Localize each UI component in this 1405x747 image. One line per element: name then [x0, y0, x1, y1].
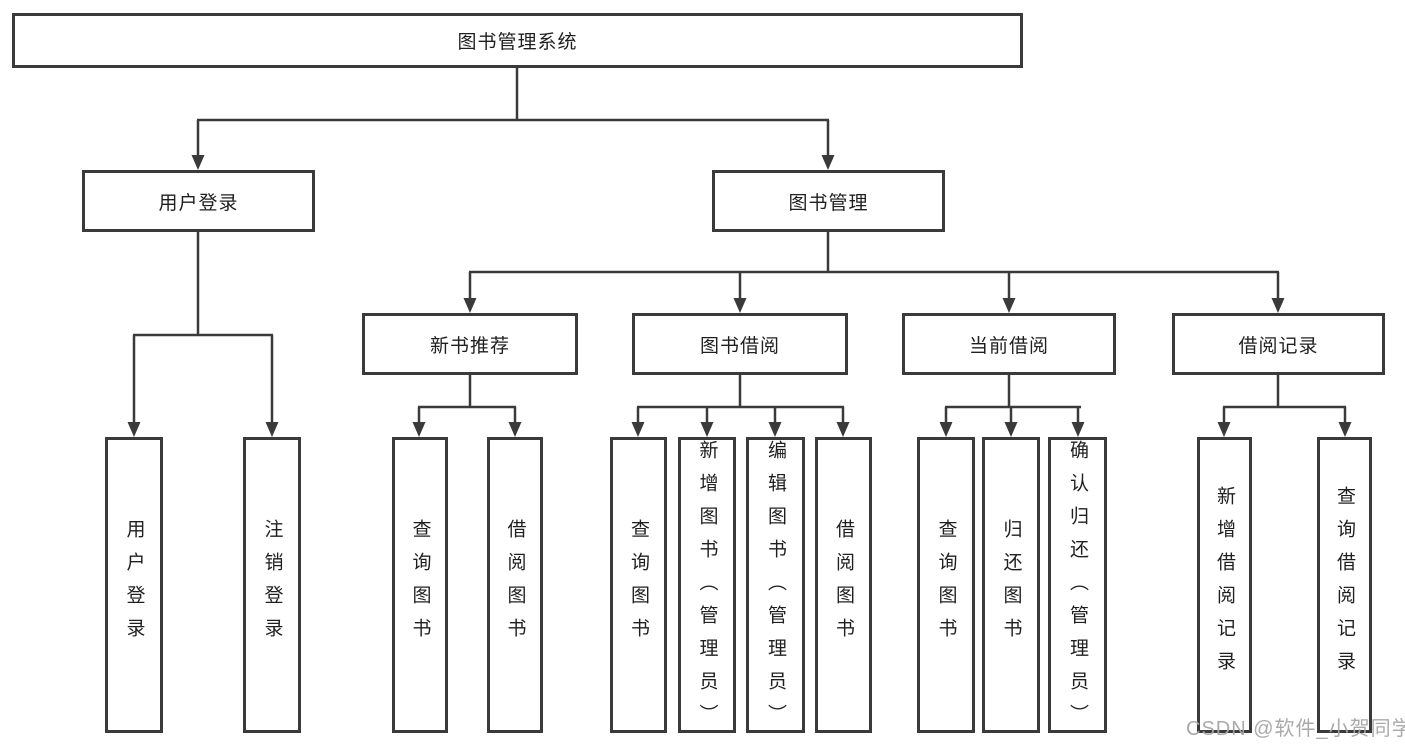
leaf-edit-book-admin-label: 编辑图书（管理员） — [765, 440, 786, 737]
csdn-watermark: CSDN @软件_小贺同学 — [1186, 718, 1405, 740]
node-current-borrow-label: 当前借阅 — [968, 335, 1049, 357]
leaf-edit-book-admin: 编辑图书（管理员） — [746, 437, 805, 737]
leaf-add-borrow-record: 新增借阅记录 — [1197, 437, 1252, 733]
leaf-logout-label: 注销登录 — [261, 519, 283, 651]
node-library-system: 图书管理系统 — [12, 13, 1023, 68]
leaf-user-login-label: 用户登录 — [123, 519, 145, 651]
node-user-login-label: 用户登录 — [158, 192, 239, 214]
leaf-query-books-borrow-label: 查询图书 — [628, 519, 649, 651]
leaf-add-borrow-record-label: 新增借阅记录 — [1214, 486, 1235, 684]
node-new-book-recommend-label: 新书推荐 — [429, 335, 510, 357]
node-library-system-label: 图书管理系统 — [457, 32, 578, 53]
node-user-login: 用户登录 — [82, 170, 315, 232]
leaf-query-books-current: 查询图书 — [917, 437, 975, 733]
leaf-borrow-books: 借阅图书 — [815, 437, 872, 733]
arrowheads — [127, 155, 1352, 437]
node-new-book-recommend: 新书推荐 — [362, 313, 578, 375]
leaf-user-login: 用户登录 — [105, 437, 163, 733]
leaf-confirm-return-admin: 确认归还（管理员） — [1048, 437, 1107, 737]
leaf-return-book: 归还图书 — [982, 437, 1040, 733]
leaf-add-book-admin: 新增图书（管理员） — [678, 437, 736, 737]
leaf-query-borrow-record: 查询借阅记录 — [1317, 437, 1372, 733]
leaf-confirm-return-admin-label: 确认归还（管理员） — [1067, 440, 1088, 737]
leaf-query-books-borrow: 查询图书 — [610, 437, 667, 733]
node-borrow-records: 借阅记录 — [1172, 313, 1385, 375]
leaf-return-book-label: 归还图书 — [1000, 519, 1022, 651]
leaf-query-borrow-record-label: 查询借阅记录 — [1334, 486, 1355, 684]
node-book-borrow-label: 图书借阅 — [699, 335, 780, 357]
leaf-query-books-recommend-label: 查询图书 — [409, 519, 431, 651]
leaf-query-books-recommend: 查询图书 — [392, 437, 448, 733]
node-book-management: 图书管理 — [712, 170, 945, 232]
leaf-add-book-admin-label: 新增图书（管理员） — [696, 440, 718, 737]
leaf-borrow-books-recommend: 借阅图书 — [487, 437, 543, 733]
leaf-query-books-current-label: 查询图书 — [935, 519, 957, 651]
leaf-borrow-books-label: 借阅图书 — [833, 519, 854, 651]
leaf-logout: 注销登录 — [243, 437, 301, 733]
node-book-management-label: 图书管理 — [788, 192, 869, 214]
node-current-borrow: 当前借阅 — [902, 313, 1116, 375]
node-book-borrow: 图书借阅 — [632, 313, 848, 375]
leaf-borrow-books-recommend-label: 借阅图书 — [504, 519, 526, 651]
node-borrow-records-label: 借阅记录 — [1238, 335, 1319, 357]
